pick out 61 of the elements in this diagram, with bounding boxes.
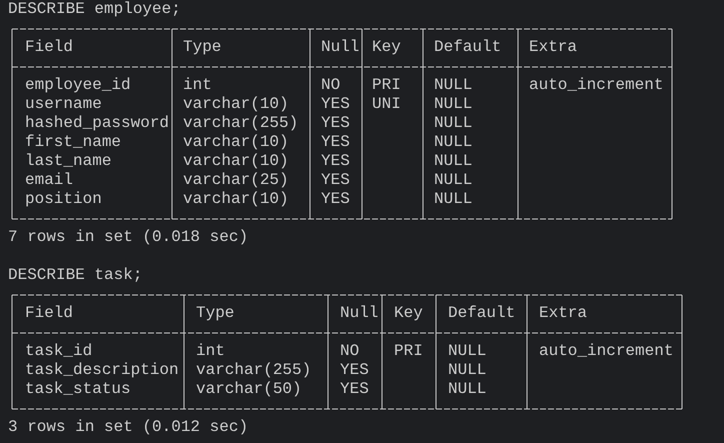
table-cell: NULL [434,190,472,209]
table-cell: position [25,190,102,209]
table-cell: NULL [434,114,472,133]
table-cell: varchar(255) [183,114,298,133]
column-header: Extra [539,304,588,323]
table-cell: hashed_password [25,114,170,133]
table-cell: int [183,76,212,95]
column-header: Field [25,38,74,57]
table-cell: varchar(10) [183,152,289,171]
table-cell: task_status [25,380,131,399]
table-cell: NULL [434,133,472,152]
table-cell: varchar(10) [183,95,289,114]
table-cell: varchar(10) [183,133,289,152]
table-cell: email [25,171,74,190]
table-cell: YES [340,361,369,380]
command-text: DESCRIBE employee; [8,0,181,19]
column-header: Null [321,38,360,57]
table-cell: employee_id [25,76,131,95]
status-text: 3 rows in set (0.012 sec) [8,418,248,437]
column-header: Type [196,304,234,323]
table-cell: NULL [448,380,486,399]
column-header: Null [340,304,378,323]
table-cell: YES [321,114,350,133]
column-header: Field [25,304,74,323]
table-cell: PRI [394,342,423,361]
table-cell: YES [321,95,350,114]
table-cell: first_name [25,133,122,152]
table-cell: YES [321,133,350,152]
table-cell: NULL [434,152,472,171]
column-header: Default [434,38,502,57]
column-header: Extra [529,38,578,57]
table-cell: NULL [448,342,486,361]
table-cell: NO [340,342,360,361]
status-text: 7 rows in set (0.018 sec) [8,228,248,247]
column-header: Type [183,38,222,57]
table-cell: varchar(255) [196,361,312,380]
table-cell: YES [321,171,350,190]
table-cell: YES [321,152,350,171]
table-cell: username [25,95,102,114]
command-text: DESCRIBE task; [8,266,142,285]
table-cell: PRI [372,76,401,95]
table-cell: task_description [25,361,179,380]
table-cell: NULL [434,171,472,190]
table-cell: YES [340,380,369,399]
table-cell: NULL [434,95,472,114]
table-cell: UNI [372,95,401,114]
table-cell: auto_increment [529,76,664,95]
column-header: Default [448,304,516,323]
column-header: Key [372,38,401,57]
table-cell: int [196,342,225,361]
table-cell: varchar(50) [196,380,302,399]
table-cell: NULL [448,361,486,380]
table-cell: NO [321,76,340,95]
table-cell: auto_increment [539,342,674,361]
table-cell: YES [321,190,350,209]
table-cell: NULL [434,76,472,95]
table-cell: varchar(10) [183,190,289,209]
column-header: Key [394,304,423,323]
table-cell: varchar(25) [183,171,289,190]
table-cell: task_id [25,342,92,361]
table-cell: last_name [25,152,112,171]
